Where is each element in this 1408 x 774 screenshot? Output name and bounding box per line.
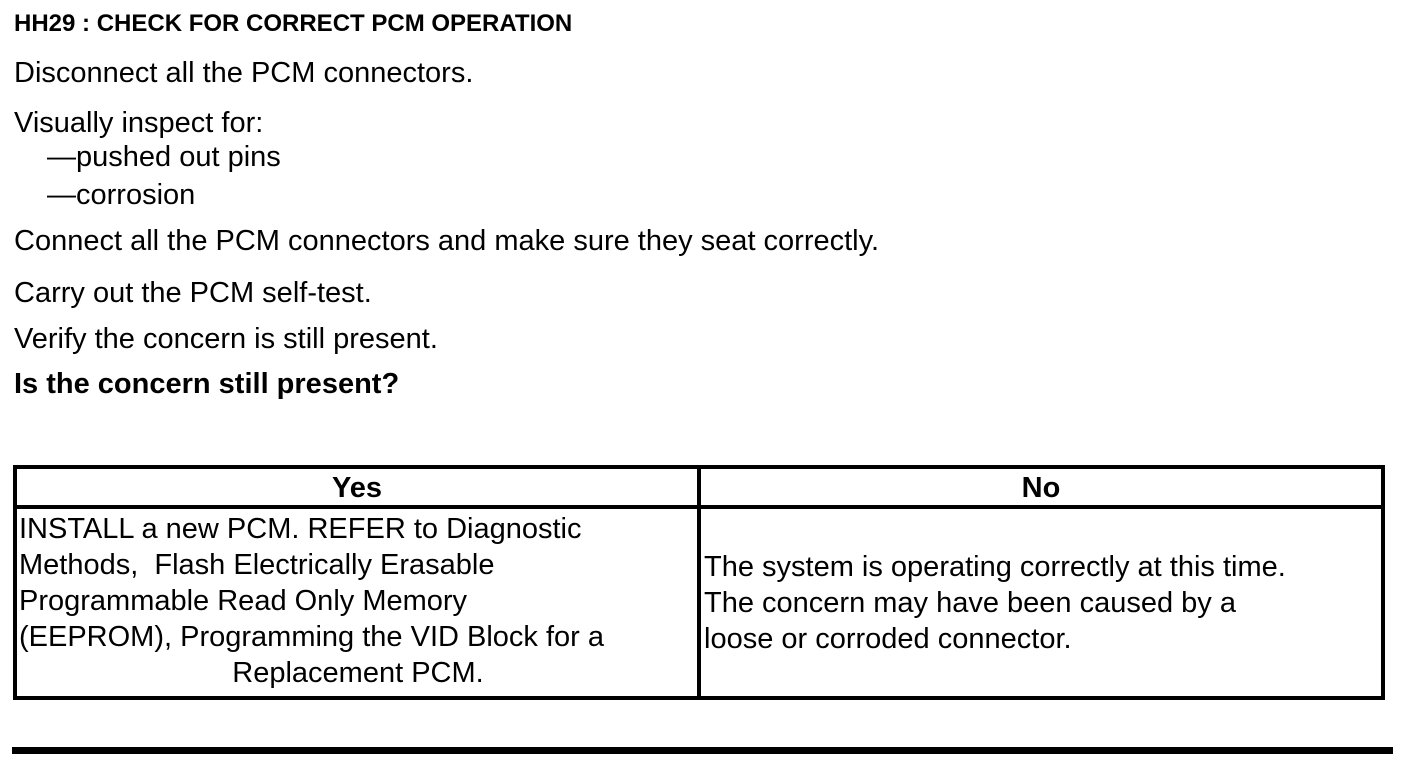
inspect-item-corrosion: —corrosion xyxy=(47,179,196,211)
yes-action-line: (EEPROM), Programming the VID Block for … xyxy=(19,621,604,653)
results-table-header-no: No xyxy=(697,469,1381,505)
step-visually-inspect: Visually inspect for: xyxy=(14,107,264,139)
yes-no-results-table: Yes No INSTALL a new PCM. REFER to Diagn… xyxy=(13,465,1385,700)
step-verify-concern: Verify the concern is still present. xyxy=(14,323,438,355)
page-title: HH29 : CHECK FOR CORRECT PCM OPERATION xyxy=(14,10,573,37)
yes-action-cell: INSTALL a new PCM. REFER to Diagnostic M… xyxy=(17,509,697,696)
yes-action-line: Methods, Flash Electrically Erasable xyxy=(19,549,495,581)
inspect-item-pushed-out-pins: —pushed out pins xyxy=(47,141,281,173)
yes-action-line: Programmable Read Only Memory xyxy=(19,585,468,617)
no-action-line: The system is operating correctly at thi… xyxy=(704,550,1286,583)
results-table-header-yes: Yes xyxy=(332,472,382,504)
yes-action-line: Replacement PCM. xyxy=(232,657,484,689)
bottom-horizontal-rule xyxy=(12,747,1393,754)
decision-question: Is the concern still present? xyxy=(14,368,400,400)
no-action-cell: The system is operating correctly at thi… xyxy=(697,509,1381,696)
no-action-line: The concern may have been caused by a xyxy=(704,586,1236,619)
yes-action-line: INSTALL a new PCM. REFER to Diagnostic xyxy=(19,513,582,545)
results-table-body-row: INSTALL a new PCM. REFER to Diagnostic M… xyxy=(17,509,1381,696)
step-disconnect-connectors: Disconnect all the PCM connectors. xyxy=(14,57,474,89)
no-action-line: loose or corroded connector. xyxy=(704,622,1072,655)
results-table-header-row: Yes No xyxy=(17,469,1381,509)
step-self-test: Carry out the PCM self-test. xyxy=(14,277,372,309)
step-connect-connectors: Connect all the PCM connectors and make … xyxy=(14,225,880,257)
